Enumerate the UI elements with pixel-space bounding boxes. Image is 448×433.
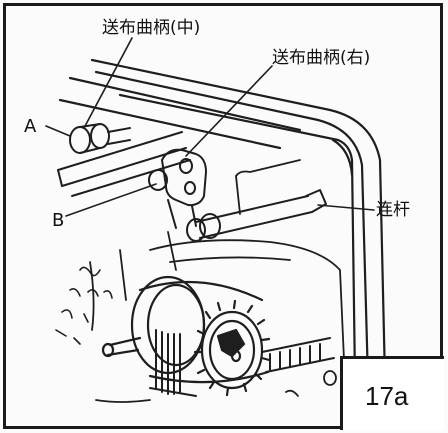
sprocket-gear xyxy=(193,299,271,397)
housing-body xyxy=(89,159,345,361)
label-feed-crank-middle: 送布曲柄(中) xyxy=(102,18,201,38)
lower-screws xyxy=(95,370,337,403)
scribble-marks xyxy=(55,266,113,345)
pulley-wheel xyxy=(101,275,270,384)
timing-belt xyxy=(149,329,335,397)
label-part-b: B xyxy=(52,210,65,231)
label-connecting-rod: 连杆 xyxy=(376,200,410,220)
connecting-rod xyxy=(186,189,327,242)
label-feed-crank-right: 送布曲柄(右) xyxy=(272,48,371,68)
figure-number-box: 17a xyxy=(340,356,444,430)
leader-lines xyxy=(45,37,375,217)
diagram-frame xyxy=(3,3,443,429)
label-part-a: A xyxy=(24,116,37,137)
feed-crank-right-body xyxy=(148,148,207,229)
machine-frame-arm xyxy=(58,58,387,382)
figure-number: 17a xyxy=(365,381,409,411)
part-a-collar xyxy=(69,123,131,154)
